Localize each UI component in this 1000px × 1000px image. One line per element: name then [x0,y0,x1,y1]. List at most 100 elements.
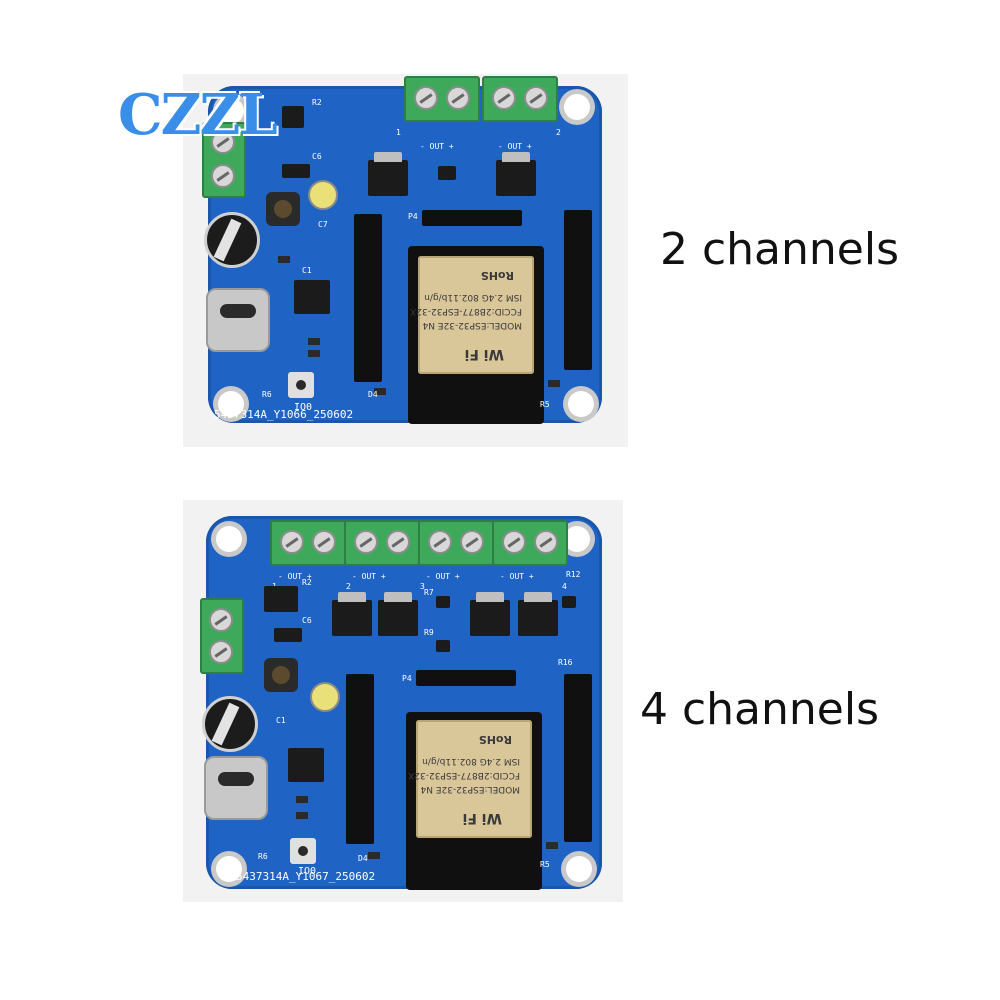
output-terminal-1 [404,76,480,122]
regulator-ic [282,106,304,128]
silk-label: R5 [540,400,550,409]
smd-part [308,350,320,357]
mount-hole [566,856,592,882]
screw [312,530,336,554]
usb-c-port [206,288,270,352]
screw [534,530,558,554]
mosfet [470,592,510,636]
silk-label: R2 [312,98,322,107]
screw [280,530,304,554]
output-label-2: - OUT + [498,142,532,151]
power-terminal [200,598,244,674]
capacitor-small [310,682,340,712]
silk-label: C1 [276,716,286,725]
module-model: MODEL:ESP32-32E N4 [420,784,521,794]
power-terminal [202,122,246,198]
capacitor-small [308,180,338,210]
watermark-logo: CZZL [118,82,278,148]
silk-label: R6 [258,852,268,861]
electrolytic-capacitor [202,696,258,752]
smd-part [296,812,308,819]
silk-label: R5 [540,860,550,869]
mount-hole [216,526,242,552]
usb-c-port [204,756,268,820]
ldo-regulator [288,748,324,782]
driver-ic [562,596,576,608]
regulator-ic [264,586,298,612]
output-terminal-1 [270,520,346,566]
board-id: 5437314A_Y1066_250602 [214,408,354,421]
diode [282,164,310,178]
terminal-number-4: 4 [562,582,567,591]
output-terminal-4 [492,520,568,566]
mount-hole [568,391,594,417]
smd-part [374,388,386,395]
silk-label: C1 [302,266,312,275]
silk-label: D4 [368,390,378,399]
silk-label: C6 [302,616,312,625]
screw [446,86,470,110]
screw [386,530,410,554]
screw [502,530,526,554]
inductor [264,658,298,692]
output-label-3: - OUT + [426,572,460,581]
screw [211,164,235,188]
screw [460,530,484,554]
diode [274,628,302,642]
screw [354,530,378,554]
boot-button-label: IO0 [298,866,317,877]
silk-label: R7 [424,588,434,597]
pin-header-right [564,674,592,842]
silk-label: P4 [408,212,418,221]
terminal-number-2: 2 [556,128,561,137]
smd-part [546,842,558,849]
screw [209,640,233,664]
caption-2-channels: 2 channels [660,224,900,275]
mosfet [378,592,418,636]
silk-label: R12 [566,570,581,579]
module-fcc: FCCID:2B877-ESP32-32X [410,306,522,316]
mount-hole [216,856,242,882]
mount-hole [564,94,590,120]
screw [524,86,548,110]
driver-ic [436,640,450,652]
mosfet [332,592,372,636]
pcb-4ch: - OUT + - OUT + - OUT + - OUT + 1 2 3 4 … [200,516,602,890]
module-freq: ISM 2.4G 802.11b/g/n [424,292,522,302]
output-label-2: - OUT + [352,572,386,581]
smd-part [368,852,380,859]
mount-hole [218,98,244,124]
pin-header-top [416,670,516,686]
screw [414,86,438,110]
terminal-number-2: 2 [346,582,351,591]
silk-label: C6 [312,152,322,161]
module-wifi-logo: Wi Fi [462,810,502,826]
output-terminal-2 [482,76,558,122]
electrolytic-capacitor [204,212,260,268]
caption-4-channels: 4 channels [640,684,880,735]
mosfet [368,152,408,196]
ldo-regulator [294,280,330,314]
smd-part [548,380,560,387]
terminal-number-1: 1 [396,128,401,137]
smd-part [308,338,320,345]
driver-ic [436,596,450,608]
boot-button [288,372,314,398]
silk-label: C7 [318,220,328,229]
output-label-1: - OUT + [420,142,454,151]
module-shield: RoHS ISM 2.4G 802.11b/g/n FCCID:2B877-ES… [408,720,532,838]
screw [428,530,452,554]
inductor [266,192,300,226]
module-model: MODEL:ESP32-32E N4 [422,320,523,330]
silk-label: R16 [558,658,573,667]
pin-header-right [564,210,592,370]
mount-hole [218,391,244,417]
mosfet [496,152,536,196]
silk-label: P4 [402,674,412,683]
smd-part [278,256,290,263]
board-id: 5437314A_Y1067_250602 [236,870,376,883]
silk-label: R6 [262,390,272,399]
screw [492,86,516,110]
module-rohs: RoHS [478,733,512,746]
pcb-2ch: - OUT + - OUT + 1 2 IO0 RoHS ISM 2.4G 80… [202,76,602,424]
